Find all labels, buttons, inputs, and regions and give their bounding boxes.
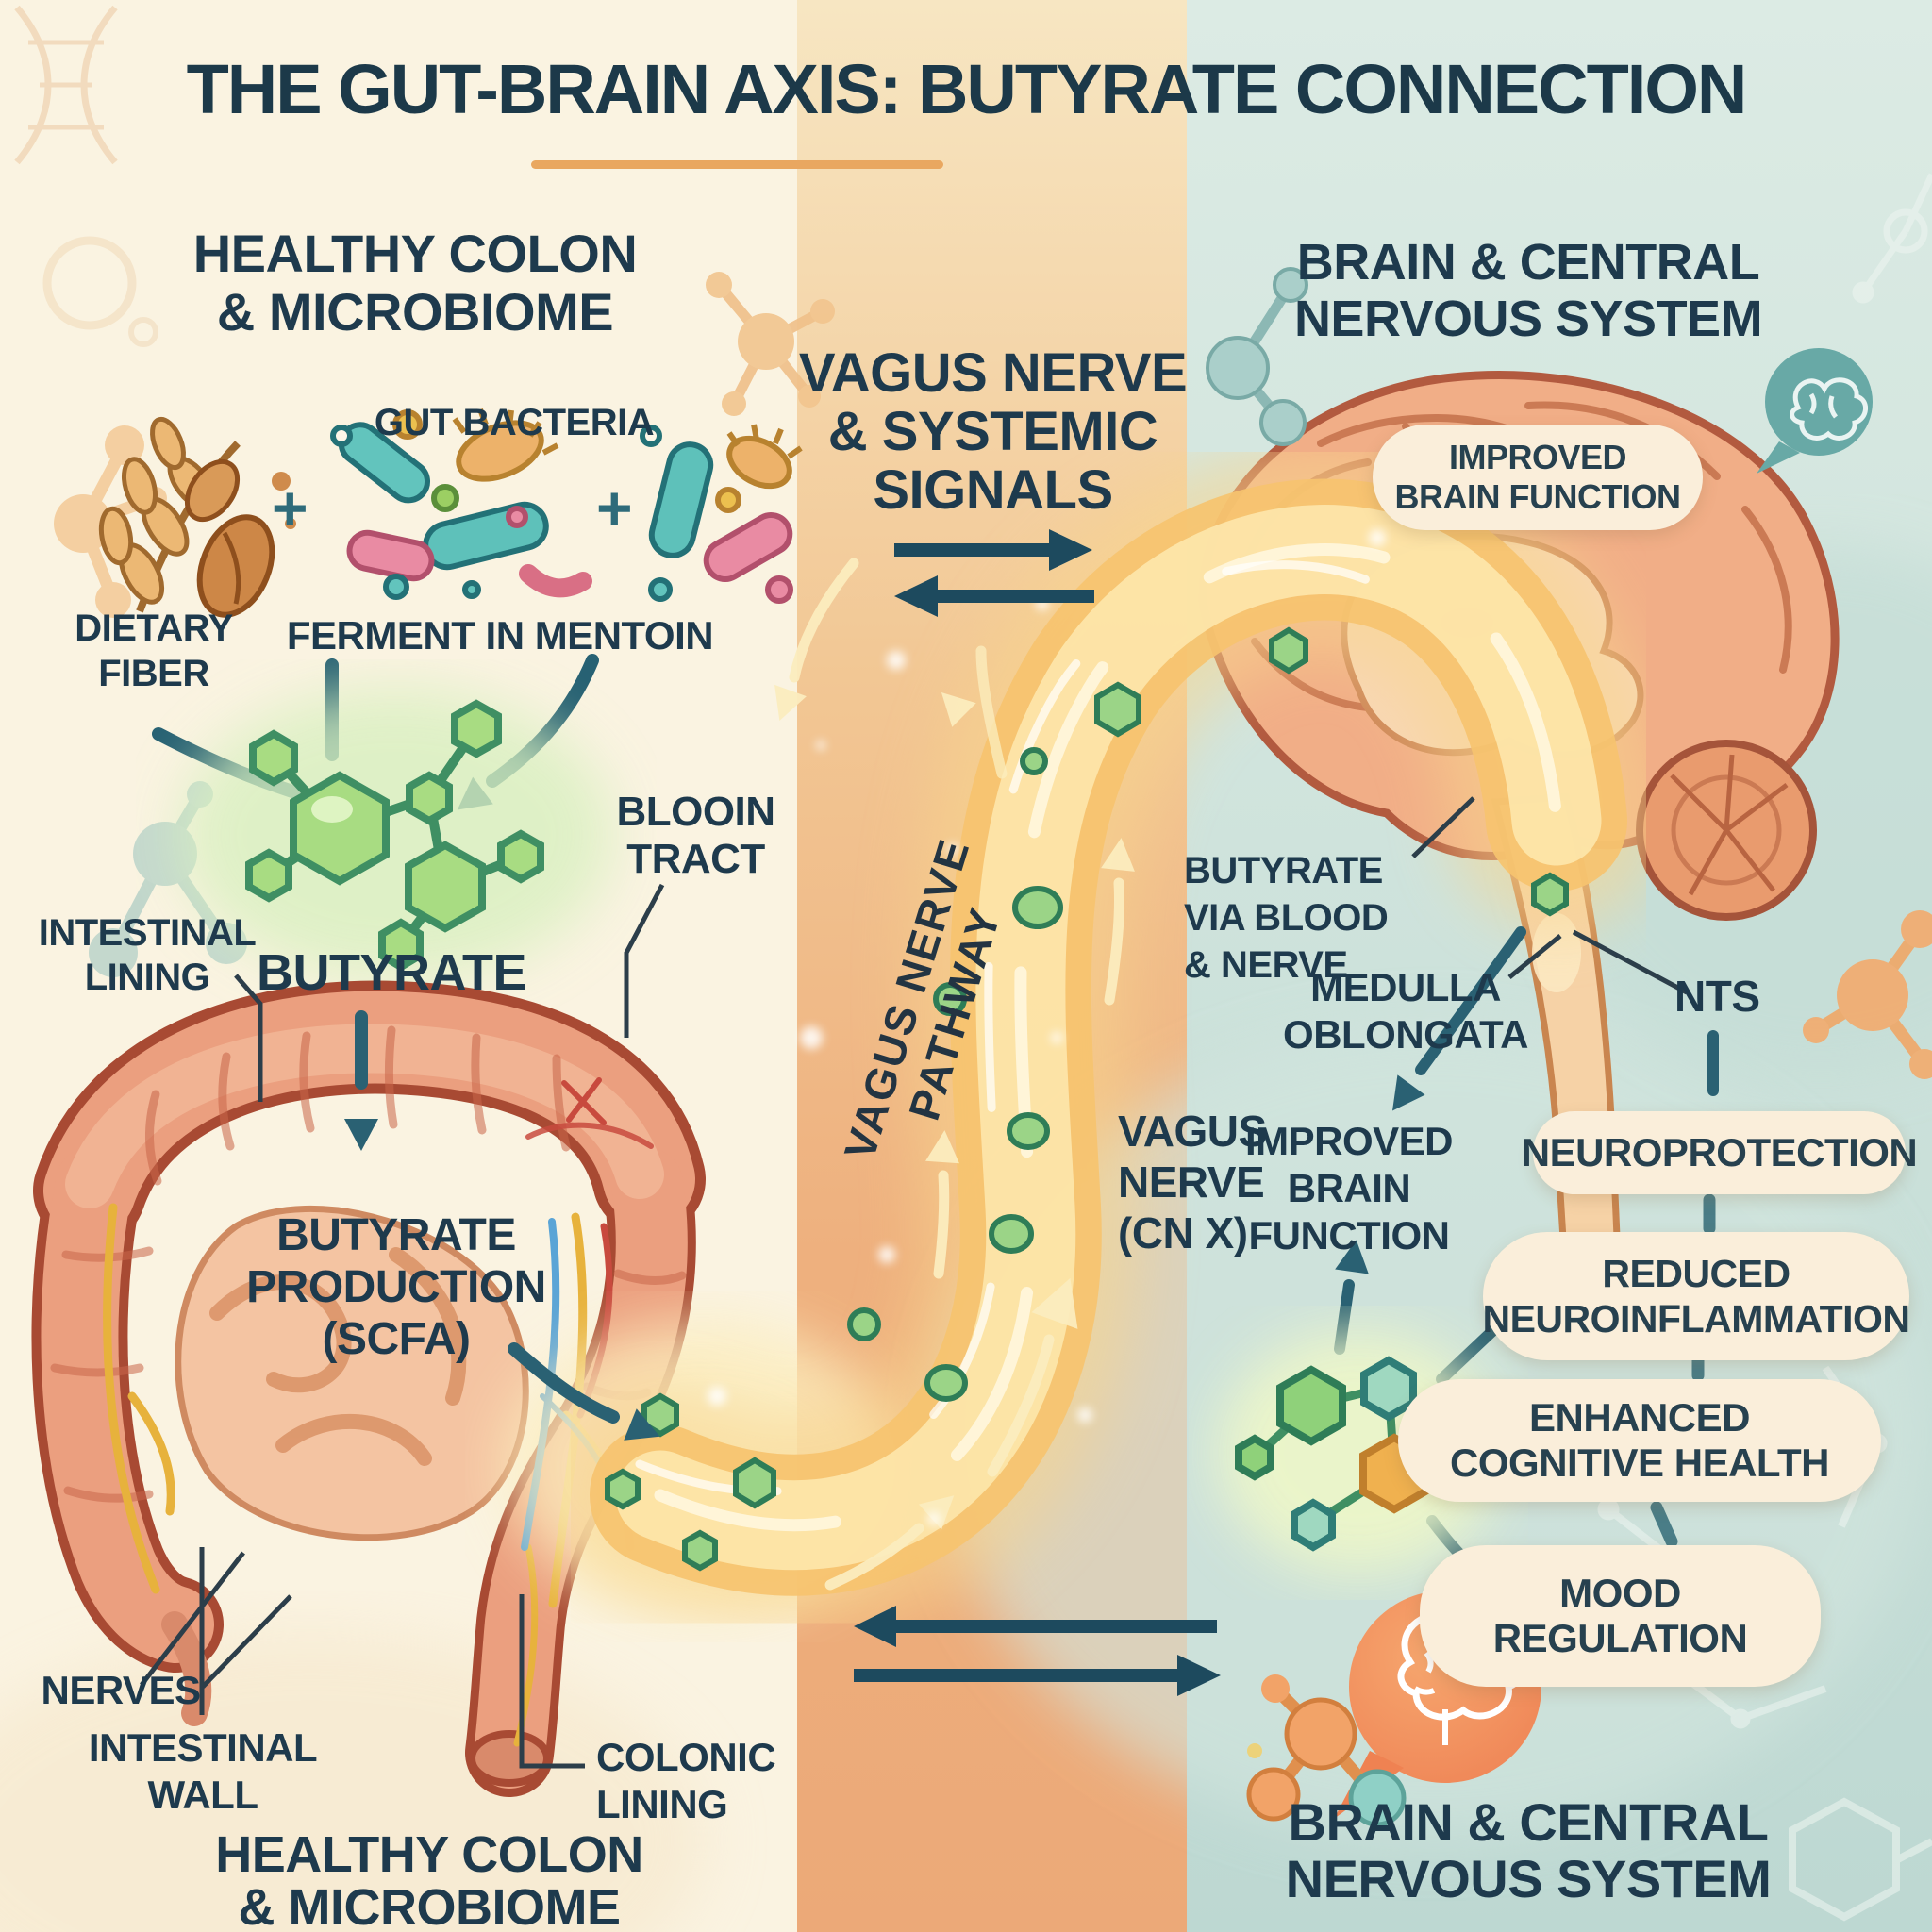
- section-heading-vagus-nerve: VAGUS NERVE & SYSTEMIC SIGNALS: [797, 344, 1189, 520]
- heading-line: NERVOUS SYSTEM: [1285, 1849, 1772, 1908]
- page-title: THE GUT-BRAIN AXIS: BUTYRATE CONNECTION: [186, 50, 1748, 128]
- molecule-decoration: [1246, 1674, 1407, 1827]
- reduced-neuroinflammation-pill: REDUCED NEUROINFLAMMATION: [1482, 1232, 1910, 1360]
- neuroprotection-pill: NEUROPROTECTION: [1522, 1111, 1918, 1194]
- pathway-arrows: [763, 558, 1139, 1591]
- medulla-oblongata-label: MEDULLA OBLONGATA: [1269, 964, 1542, 1058]
- label-line: (CN X): [1118, 1208, 1248, 1257]
- heading-line: BRAIN & CENTRAL: [1288, 1792, 1769, 1852]
- label-line: BLOOIN: [616, 789, 775, 835]
- butyrate-label: BUTYRATE: [257, 944, 527, 1001]
- label-line: INTESTINAL: [38, 912, 257, 954]
- pill-connectors: [1650, 1193, 1716, 1548]
- dietary-fiber-label: DIETARY FIBER: [55, 606, 253, 696]
- label-line: VAGUS: [1118, 1107, 1267, 1156]
- label-line: LINING: [84, 957, 210, 998]
- section-heading-brain-cns: BRAIN & CENTRAL NERVOUS SYSTEM: [1245, 234, 1811, 347]
- label-line: IMPROVED: [1244, 1119, 1454, 1163]
- footer-healthy-colon: HEALTHY COLON & MICROBIOME: [184, 1828, 675, 1932]
- wheat-dietary-fiber-icon: [98, 416, 296, 618]
- gut-bacteria-label: GUT BACTERIA: [374, 402, 655, 443]
- label-line: DIETARY: [75, 608, 233, 649]
- butyrate-molecule-icon: [179, 689, 613, 981]
- bidirectional-arrows-bottom: [854, 1606, 1221, 1696]
- heading-line: BRAIN & CENTRAL: [1296, 234, 1760, 291]
- label-line: BUTYRATE: [1184, 850, 1383, 891]
- blooin-tract-label: BLOOIN TRACT: [594, 789, 797, 883]
- heading-line: SIGNALS: [873, 459, 1113, 521]
- label-line: MEDULLA: [1310, 965, 1501, 1009]
- sparkles: [708, 529, 1386, 1525]
- footer-brain-cns: BRAIN & CENTRAL NERVOUS SYSTEM: [1255, 1794, 1802, 1907]
- gut-bacteria-icon: [330, 408, 803, 604]
- label-line: (SCFA): [322, 1314, 471, 1364]
- label-line: INTESTINAL: [88, 1725, 318, 1770]
- vagus-nerve-pathway-glow: [552, 441, 1665, 1634]
- molecule-decoration: [706, 272, 835, 416]
- improved-brain-function-pill: IMPROVED BRAIN FUNCTION: [1373, 425, 1703, 530]
- plus-sign: +: [272, 473, 308, 542]
- improved-brain-function-text: IMPROVED BRAIN FUNCTION: [1222, 1118, 1476, 1259]
- mood-regulation-pill: MOOD REGULATION: [1420, 1545, 1821, 1687]
- intestinal-lining-label: INTESTINAL LINING: [36, 911, 258, 1000]
- label-line: BRAIN: [1287, 1166, 1411, 1210]
- molecule-decoration: [1803, 910, 1932, 1079]
- dna-helix-icon: [14, 5, 118, 165]
- butyrate-via-blood-label: BUTYRATE VIA BLOOD & NERVE: [1184, 847, 1420, 989]
- callout-lines: [140, 796, 1689, 1769]
- label-line: VIA BLOOD: [1184, 897, 1389, 939]
- bidirectional-arrows-top: [894, 529, 1094, 617]
- label-line: LINING: [596, 1782, 728, 1826]
- label-line: WALL: [147, 1773, 258, 1817]
- title-underline: [531, 160, 943, 169]
- heading-line: HEALTHY COLON: [215, 1826, 643, 1883]
- nerves-label: NERVES: [41, 1668, 201, 1712]
- label-line: COLONIC: [596, 1735, 776, 1779]
- plus-sign: +: [596, 473, 633, 542]
- ferment-label: FERMENT IN MENTOIN: [286, 613, 714, 658]
- section-heading-healthy-colon: HEALTHY COLON & MICROBIOME: [179, 225, 651, 341]
- molecule-decoration: [42, 236, 158, 347]
- heading-line: & SYSTEMIC: [827, 401, 1158, 462]
- pill-line: BRAIN FUNCTION: [1394, 477, 1681, 516]
- heading-line: & MICROBIOME: [216, 282, 614, 341]
- nts-label: NTS: [1674, 972, 1760, 1021]
- label-line: NERVE: [1118, 1158, 1265, 1207]
- heading-line: NERVOUS SYSTEM: [1293, 291, 1763, 347]
- molecule-decoration: [1206, 267, 1308, 446]
- label-line: & NERVE: [1184, 944, 1348, 986]
- intestinal-wall-label: INTESTINAL WALL: [71, 1724, 335, 1819]
- heading-line: VAGUS NERVE: [798, 342, 1188, 404]
- vagus-cnx-label: VAGUS NERVE (CN X): [1118, 1106, 1335, 1258]
- colonic-lining-label: COLONIC LINING: [583, 1734, 841, 1828]
- enhanced-cognitive-health-pill: ENHANCED COGNITIVE HEALTH: [1398, 1379, 1881, 1502]
- brain-chat-bubble-icon: [1757, 348, 1873, 474]
- butyrate-production-label: BUTYRATE PRODUCTION (SCFA): [236, 1209, 557, 1365]
- pill-line: IMPROVED: [1448, 438, 1627, 476]
- label-line: BUTYRATE: [276, 1210, 516, 1260]
- label-line: FUNCTION: [1248, 1213, 1450, 1257]
- heading-line: & MICROBIOME: [238, 1879, 622, 1932]
- heading-line: HEALTHY COLON: [192, 224, 638, 283]
- label-line: PRODUCTION: [246, 1262, 546, 1312]
- label-line: FIBER: [98, 653, 209, 694]
- label-line: OBLONGATA: [1283, 1012, 1528, 1057]
- label-line: TRACT: [626, 836, 765, 882]
